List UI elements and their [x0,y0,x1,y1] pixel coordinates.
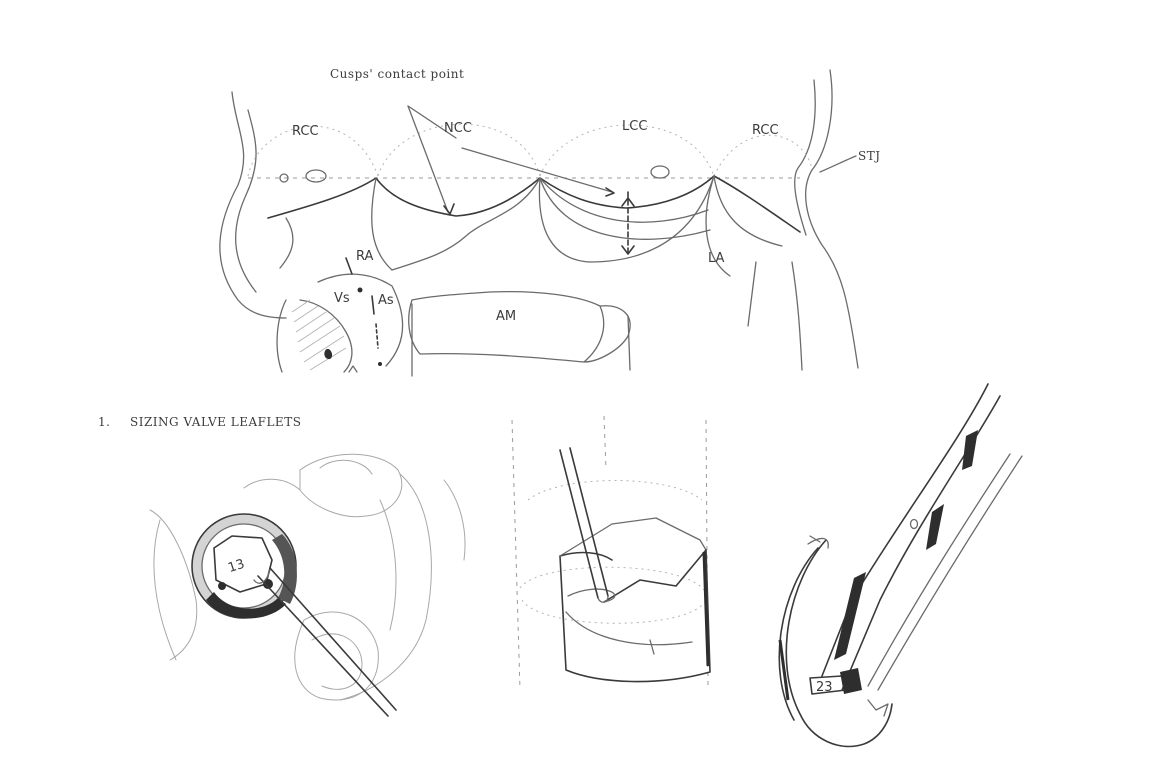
la-label: LA [708,251,725,266]
sizer-value-right: 23 [816,680,833,695]
stj-label: STJ [858,149,881,163]
ra-label: RA [356,249,374,264]
step-number: 1. [98,415,110,429]
aortic-wall-right [806,70,858,368]
vs-label: Vs [334,291,350,306]
step-title: SIZING VALVE LEAFLETS [130,415,301,429]
conduction-mark-upper [346,258,352,274]
sizer-instrument-sketch: 23 [779,384,1022,746]
sizer-in-annulus-sketch: 13 [150,454,465,716]
ncc-label: NCC [444,121,472,136]
rcc-left-label: RCC [292,124,319,139]
sizer-rod [560,450,598,598]
ostium-left [651,166,669,178]
sizer-handle [258,576,388,716]
node-marker [324,349,332,359]
aortic-root-diagram [220,70,858,376]
lcc-label: LCC [622,119,647,134]
am-label: AM [496,309,516,324]
as-label: As [378,293,394,308]
septum-hatch [292,300,346,370]
commissure-line [268,176,800,232]
rcc-right-label: RCC [752,123,779,138]
sizer-cylinder-sketch [512,416,710,690]
sizer-cylinder-body [560,550,710,682]
ostium-right [306,170,326,182]
anterior-mitral-outline [409,292,604,362]
aortic-wall-left [220,92,286,318]
cusps-contact-point-label: Cusps' contact point [330,67,464,81]
